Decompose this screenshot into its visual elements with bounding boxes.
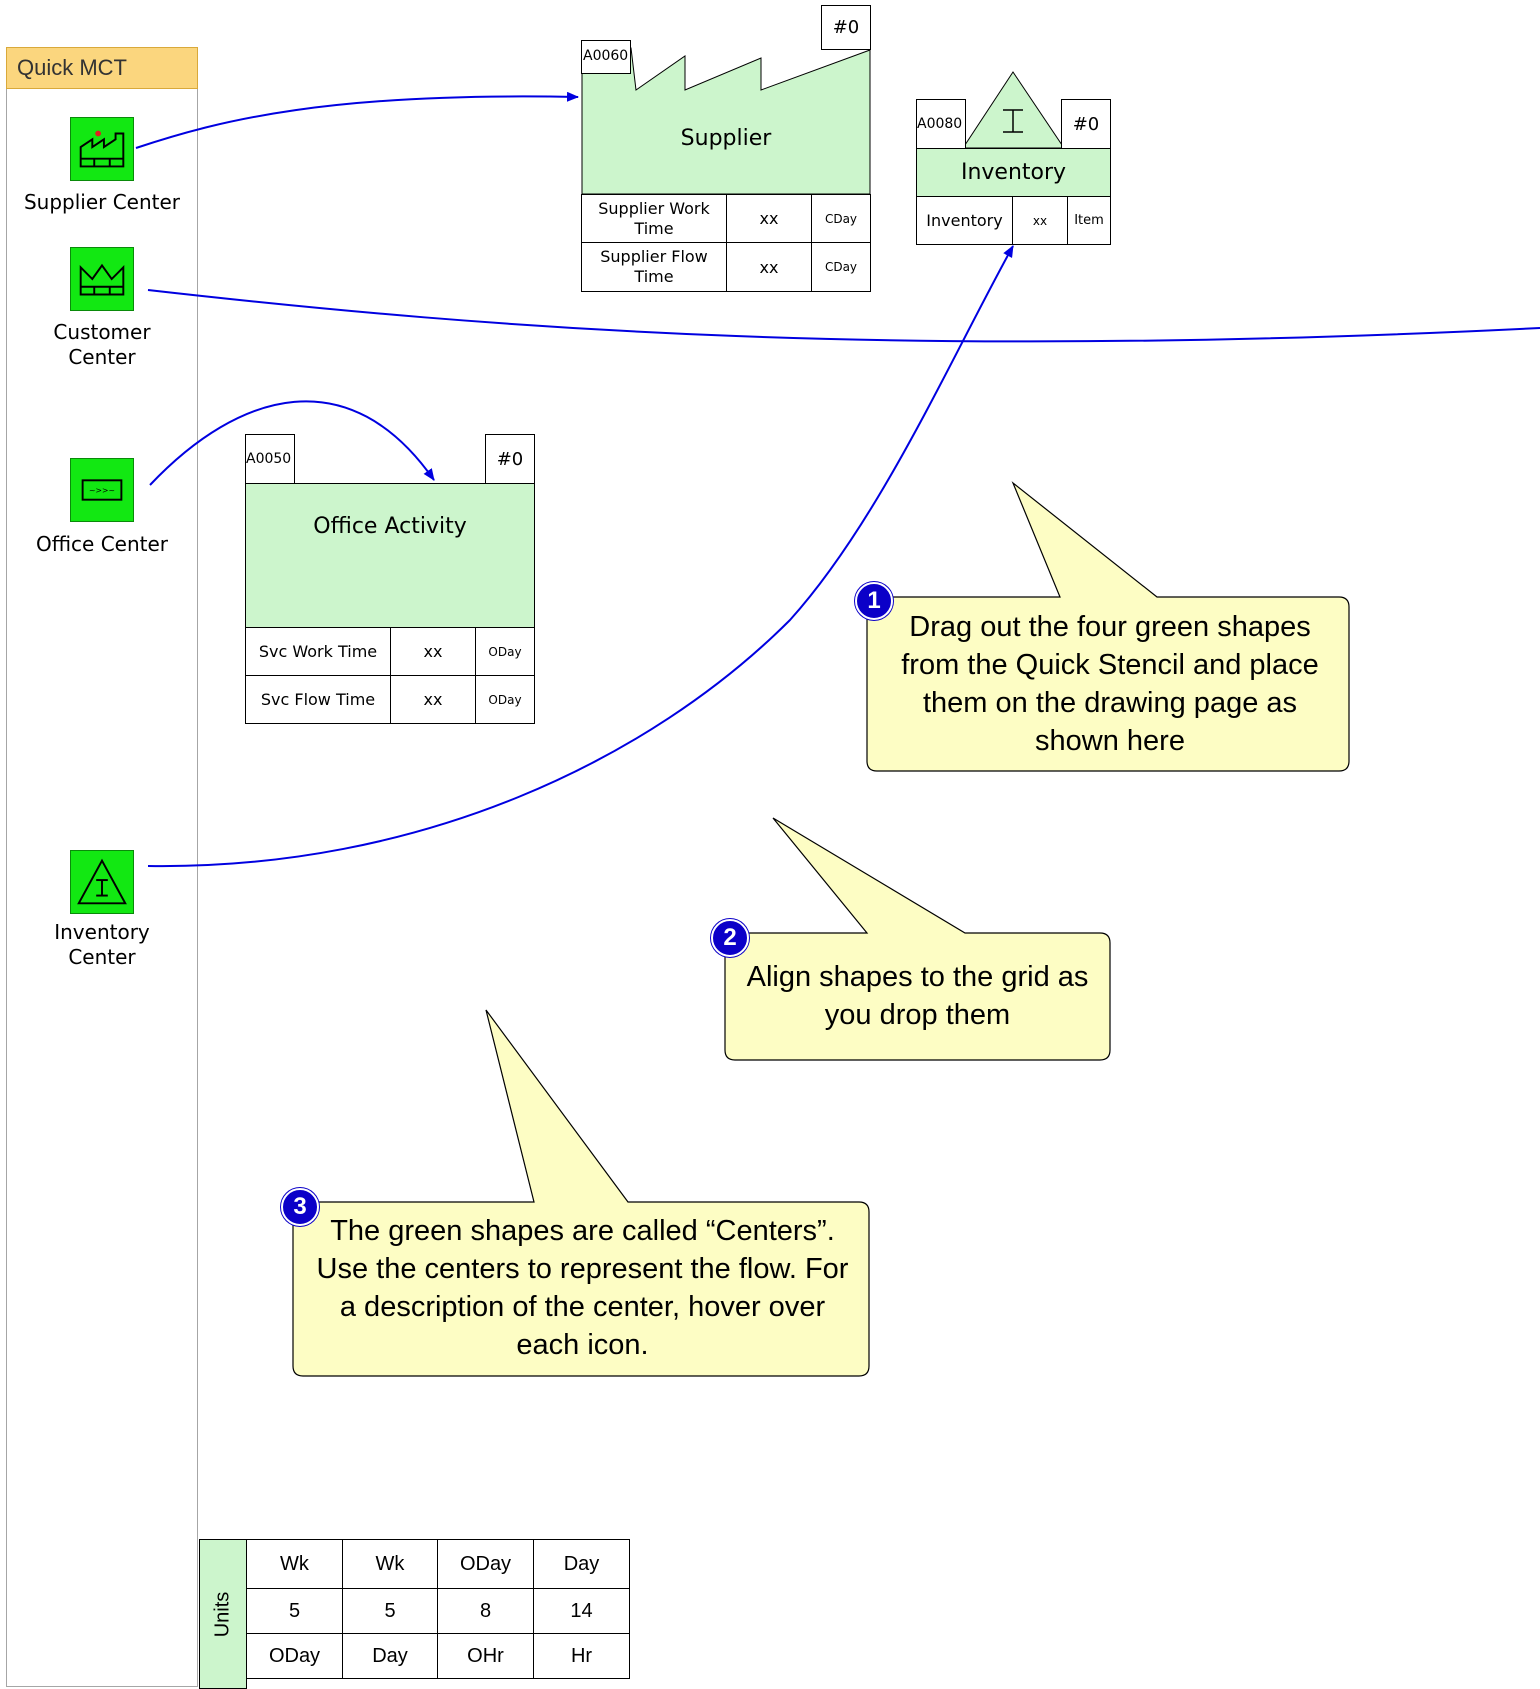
supplier-shape[interactable]: A0060 #0 Supplier Supplier Work Time xx …: [581, 0, 871, 292]
units-cell: 8: [437, 1588, 534, 1634]
supplier-row-unit: CDay: [811, 242, 871, 292]
supplier-title: Supplier: [680, 126, 772, 151]
inventory-title: Inventory: [916, 148, 1111, 197]
office-row-value: xx: [390, 675, 476, 724]
units-cell: Wk: [342, 1539, 438, 1589]
units-cell: Wk: [246, 1539, 343, 1589]
callout-3-number: 3: [281, 1188, 319, 1226]
callout-1-number: 1: [855, 582, 893, 620]
units-label: Units: [211, 1591, 234, 1637]
office-row-label: Svc Work Time: [245, 627, 391, 676]
units-cell: 14: [533, 1588, 630, 1634]
customer-icon: [79, 263, 125, 296]
inventory-icon: [77, 858, 127, 905]
inventory-count: #0: [1061, 99, 1111, 149]
units-cell: ODay: [246, 1633, 343, 1679]
office-center-label: Office Center: [35, 532, 169, 556]
supplier-row-unit: CDay: [811, 194, 871, 243]
supplier-center-icon[interactable]: [70, 117, 134, 181]
callout-2-text: Align shapes to the grid as you drop the…: [746, 961, 1089, 1031]
customer-center-icon[interactable]: [70, 247, 134, 311]
stencil-title: Quick MCT: [6, 47, 198, 89]
units-cell: Day: [342, 1633, 438, 1679]
office-center-icon[interactable]: ~>>~: [70, 458, 134, 522]
factory-icon: [79, 130, 125, 168]
supplier-center-label: Supplier Center: [23, 190, 181, 214]
inventory-center-icon[interactable]: [70, 850, 134, 914]
supplier-row-value: xx: [726, 242, 812, 292]
office-row-label: Svc Flow Time: [245, 675, 391, 724]
supplier-id: A0060: [581, 40, 631, 74]
callout-3-text: The green shapes are called “Centers”. U…: [316, 1215, 849, 1361]
inventory-center-label: Inventory Center: [54, 920, 150, 969]
office-activity-shape[interactable]: A0050 #0 Office Activity Svc Work Time x…: [245, 434, 535, 724]
units-cell: Day: [533, 1539, 630, 1589]
units-cell: ODay: [437, 1539, 534, 1589]
supplier-count: #0: [821, 5, 871, 50]
office-icon: ~>>~: [81, 479, 123, 501]
units-cell: Hr: [533, 1633, 630, 1679]
units-header: Units: [199, 1539, 247, 1689]
office-row-unit: ODay: [475, 627, 535, 676]
connector-customer: [147, 289, 1540, 343]
inventory-row-unit: Item: [1067, 196, 1111, 245]
inventory-row-label: Inventory: [916, 196, 1013, 245]
callout-1-text: Drag out the four green shapes from the …: [901, 611, 1319, 757]
customer-center-label: Customer Center: [53, 320, 151, 369]
office-title: Office Activity: [245, 483, 535, 628]
units-cell: 5: [342, 1588, 438, 1634]
connector-office: [149, 400, 435, 486]
connector-inventory: [147, 245, 1014, 868]
inventory-id: A0080: [916, 99, 966, 149]
units-cell: OHr: [437, 1633, 534, 1679]
inventory-shape[interactable]: A0080 #0 Inventory Inventory xx Item: [916, 70, 1111, 245]
units-cell: 5: [246, 1588, 343, 1634]
callout-2-number: 2: [711, 919, 749, 957]
svg-text:~>>~: ~>>~: [89, 486, 115, 495]
office-id: A0050: [245, 434, 295, 484]
office-row-value: xx: [390, 627, 476, 676]
connector-supplier: [135, 91, 579, 149]
office-row-unit: ODay: [475, 675, 535, 724]
supplier-row-label: Supplier Flow Time: [581, 242, 727, 292]
inventory-row-value: xx: [1012, 196, 1068, 245]
